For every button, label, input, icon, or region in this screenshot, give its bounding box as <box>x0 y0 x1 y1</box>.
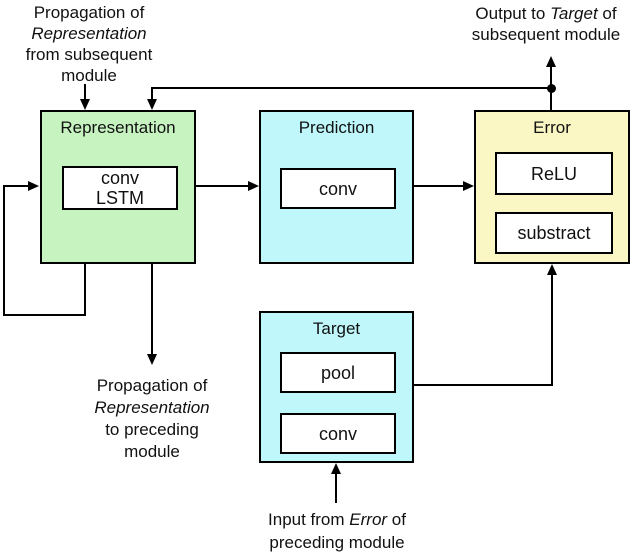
representation-box: Representation conv LSTM <box>40 110 196 264</box>
line-representation-down <box>151 264 153 356</box>
line-loop-return <box>3 185 29 187</box>
target-conv-op-box: conv <box>280 413 396 454</box>
relu-op-box: ReLU <box>495 152 613 195</box>
arrowhead-loop-icon <box>28 181 39 191</box>
target-conv-label: conv <box>318 423 358 444</box>
conv-lstm-op-box: conv LSTM <box>62 166 178 210</box>
prediction-conv-label: conv <box>318 178 358 199</box>
arrowhead-to-preceding-icon <box>147 354 157 365</box>
line-target-to-error-horizontal <box>413 384 553 386</box>
error-title: Error <box>533 118 571 137</box>
relu-label: ReLU <box>530 163 578 184</box>
prediction-box: Prediction conv <box>259 110 414 264</box>
arrowhead-output-up-icon <box>546 56 556 67</box>
substract-op-box: substract <box>495 212 613 254</box>
line-loop-down <box>84 264 86 316</box>
conv-lstm-label-line2: LSTM <box>95 188 144 208</box>
prediction-conv-op-box: conv <box>280 168 396 209</box>
pool-label: pool <box>320 362 356 383</box>
arrowhead-to-error-icon <box>463 181 474 191</box>
line-representation-to-prediction <box>196 185 248 187</box>
line-subsequent-input <box>84 84 86 100</box>
line-feedback-drop <box>151 87 153 101</box>
arrowhead-into-target-icon <box>331 463 341 474</box>
line-prediction-to-error <box>414 185 463 187</box>
junction-dot-icon <box>547 84 556 93</box>
substract-label: substract <box>517 223 591 243</box>
target-title: Target <box>312 319 361 338</box>
line-loop-left <box>3 186 5 316</box>
line-input-to-target <box>335 472 337 503</box>
arrowhead-to-prediction-icon <box>248 181 259 191</box>
line-target-to-error-vertical <box>551 274 553 386</box>
line-feedback-horizontal <box>151 87 552 89</box>
error-box: Error ReLU substract <box>474 110 630 264</box>
arrowhead-subsequent-input-icon <box>80 99 90 110</box>
prediction-title: Prediction <box>298 118 375 137</box>
conv-lstm-label-line1: conv <box>100 168 140 188</box>
arrowhead-feedback-icon <box>147 99 157 110</box>
pool-op-box: pool <box>280 352 396 393</box>
representation-title: Representation <box>60 118 176 137</box>
line-loop-bottom <box>3 314 86 316</box>
target-box: Target pool conv <box>259 311 414 463</box>
arrowhead-into-error-bottom-icon <box>547 264 557 275</box>
